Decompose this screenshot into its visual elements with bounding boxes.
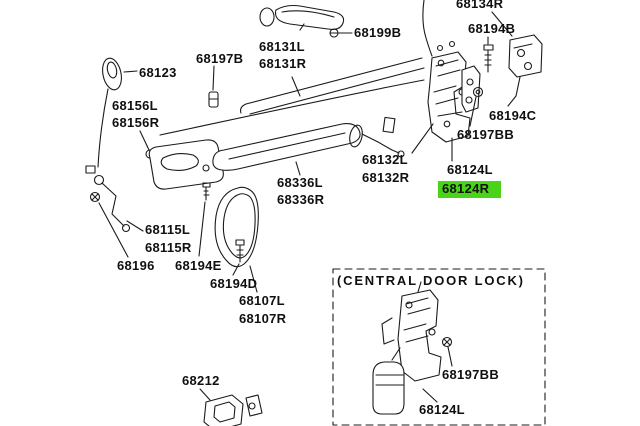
part-label-68156R[interactable]: 68156R xyxy=(112,115,160,130)
bolt-68194b-drawing xyxy=(483,36,494,73)
clip-68197b-drawing xyxy=(208,65,219,108)
part-label-68199B[interactable]: 68199B xyxy=(354,25,402,40)
part-label-68197B[interactable]: 68197B xyxy=(196,51,244,66)
part-label-68194E[interactable]: 68194E xyxy=(175,258,222,273)
part-label-68194D[interactable]: 68194D xyxy=(210,276,258,291)
part-label-68124L-bottom[interactable]: 68124L xyxy=(419,402,465,417)
part-label-68107L[interactable]: 68107L xyxy=(239,293,285,308)
central-door-lock-title: (CENTRAL DOOR LOCK) xyxy=(337,273,525,288)
part-label-68115R[interactable]: 68115R xyxy=(145,240,192,255)
part-label-68107R[interactable]: 68107R xyxy=(239,311,287,326)
grommet-68197bb-drawing xyxy=(469,86,484,127)
outside-handle-drawing xyxy=(212,116,396,176)
part-label-68124L-top[interactable]: 68124L xyxy=(447,162,493,177)
part-label-68131L[interactable]: 68131L xyxy=(259,39,305,54)
levers-68115-drawing xyxy=(85,165,144,233)
part-label-68212[interactable]: 68212 xyxy=(182,373,220,388)
part-label-68124R-highlighted[interactable]: 68124R xyxy=(438,181,502,199)
part-label-68115L[interactable]: 68115L xyxy=(145,222,191,237)
part-label-68131R[interactable]: 68131R xyxy=(259,56,307,71)
central-door-lock-drawing xyxy=(372,281,453,415)
inside-handle-drawing xyxy=(148,139,224,190)
part-label-68336R[interactable]: 68336R xyxy=(277,192,325,207)
part-label-68196[interactable]: 68196 xyxy=(117,258,155,273)
rod-68132-drawing xyxy=(361,123,434,158)
part-label-68197BB-bottom[interactable]: 68197BB xyxy=(442,367,500,382)
door-lock-assembly-drawing xyxy=(427,51,481,162)
part-label-68194B[interactable]: 68194B xyxy=(468,21,516,36)
screw-68194d-drawing xyxy=(232,239,245,276)
part-label-68132R[interactable]: 68132R xyxy=(362,170,410,185)
bolt-68196-drawing xyxy=(89,191,129,258)
screw-68194e-drawing xyxy=(198,182,211,257)
part-label-68123[interactable]: 68123 xyxy=(139,65,177,80)
part-label-68197BB-top[interactable]: 68197BB xyxy=(457,127,515,142)
hinge-plate-drawing xyxy=(491,11,543,107)
part-label-68194C[interactable]: 68194C xyxy=(489,108,537,123)
part-label-68336L[interactable]: 68336L xyxy=(277,175,323,190)
part-label-68132L[interactable]: 68132L xyxy=(362,152,408,167)
gasket-68107-drawing xyxy=(214,186,259,293)
central-door-lock-box xyxy=(332,268,546,426)
exterior-handle-top-drawing xyxy=(259,4,345,31)
part-label-68134R[interactable]: 68134R xyxy=(456,0,504,11)
part-label-68156L[interactable]: 68156L xyxy=(112,98,158,113)
long-rod-drawing xyxy=(159,79,425,136)
lock-knob-rod-68123-drawing xyxy=(97,57,138,168)
screw-68199b-drawing xyxy=(329,28,353,38)
striker-68212-drawing xyxy=(199,388,263,426)
rod-to-lock-drawing xyxy=(422,0,456,57)
linkage-rods-68131-drawing xyxy=(240,57,425,115)
